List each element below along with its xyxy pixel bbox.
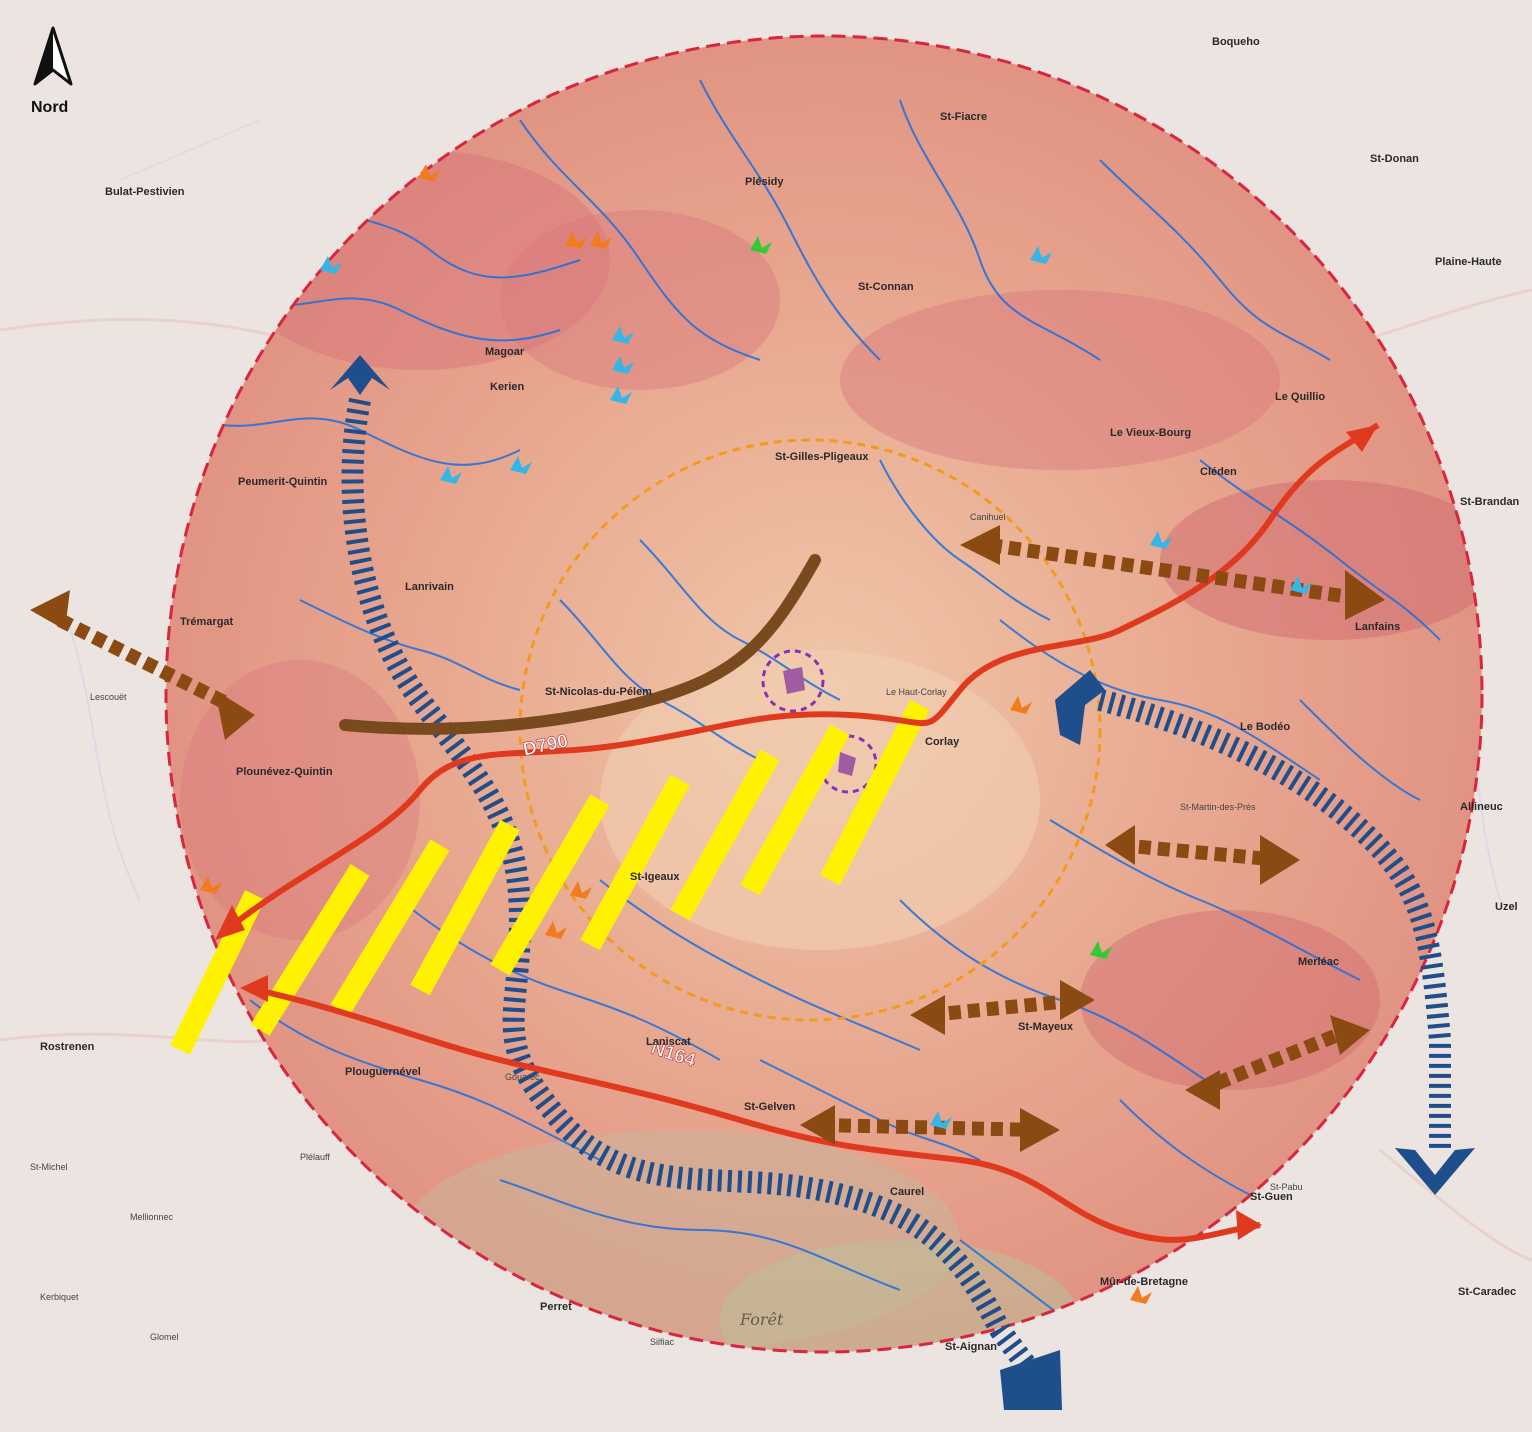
town-label: St-Caradec bbox=[1458, 1286, 1516, 1298]
river-network bbox=[199, 79, 1441, 1331]
town-label: Lanfains bbox=[1355, 621, 1400, 633]
town-label: Le Vieux-Bourg bbox=[1110, 427, 1191, 439]
town-labels: Corlay St-Nicolas-du-Pélem Plounévez-Qui… bbox=[30, 36, 1520, 1353]
town-label: Canihuel bbox=[970, 512, 1006, 522]
road-d790 bbox=[218, 422, 1380, 938]
road-arrow-east bbox=[1236, 1210, 1262, 1240]
town-label: St-Brandan bbox=[1460, 496, 1520, 508]
road-arrow-southwest bbox=[240, 975, 268, 1002]
town-label: St-Donan bbox=[1370, 153, 1419, 165]
town-label: Plésidy bbox=[745, 176, 784, 188]
secondary-road bbox=[339, 554, 821, 735]
town-label: Mûr-de-Bretagne bbox=[1100, 1276, 1188, 1288]
town-label: Laniscat bbox=[646, 1036, 691, 1048]
town-label: Peumerit-Quintin bbox=[238, 476, 328, 488]
town-label: St-Pabu bbox=[1270, 1182, 1303, 1192]
town-label: Uzel bbox=[1495, 901, 1518, 913]
town-label: Allineuc bbox=[1460, 801, 1503, 813]
road-n164 bbox=[247, 985, 1261, 1243]
forest-label: Forêt bbox=[739, 1310, 784, 1329]
town-label: Caurel bbox=[890, 1186, 924, 1198]
brown-wildlife-flows bbox=[56, 538, 1372, 1137]
relief-shading bbox=[180, 150, 1482, 1352]
town-label: Lanrivain bbox=[405, 581, 454, 593]
north-label: Nord bbox=[31, 99, 68, 116]
blue-arrowhead-south bbox=[1000, 1350, 1062, 1410]
town-label: St-Nicolas-du-Pélem bbox=[545, 686, 652, 698]
town-label: Mellionnec bbox=[130, 1212, 174, 1222]
town-label: Rostrenen bbox=[40, 1041, 95, 1053]
town-label: St-Aignan bbox=[945, 1341, 997, 1353]
town-label: Gouarec bbox=[505, 1072, 540, 1082]
town-label: Corlay bbox=[925, 736, 960, 748]
town-label: Bulat-Pestivien bbox=[105, 186, 185, 198]
blue-arrowhead-corlay bbox=[1055, 670, 1105, 745]
town-label: Le Quillio bbox=[1275, 391, 1325, 403]
bird-symbols bbox=[200, 164, 1312, 1304]
town-label: St-Martin-des-Prés bbox=[1180, 802, 1256, 812]
town-label: St-Gelven bbox=[744, 1101, 796, 1113]
town-label: Trémargat bbox=[180, 616, 234, 628]
town-label: Glomel bbox=[150, 1332, 179, 1342]
town-label: Plaine-Haute bbox=[1435, 256, 1502, 268]
town-label: St-Igeaux bbox=[630, 871, 680, 883]
study-area-border bbox=[164, 34, 1484, 1354]
town-label: Plouguernével bbox=[345, 1066, 421, 1078]
town-label: Plounévez-Quintin bbox=[236, 766, 333, 778]
site-circle-south bbox=[818, 734, 878, 794]
town-label: St-Michel bbox=[30, 1162, 68, 1172]
town-label: St-Mayeux bbox=[1018, 1021, 1074, 1033]
blue-ecological-corridors bbox=[341, 397, 1451, 1377]
town-label: Boqueho bbox=[1212, 36, 1260, 48]
town-label: Merléac bbox=[1298, 956, 1339, 968]
town-label: St-Guen bbox=[1250, 1191, 1293, 1203]
town-label: Silfiac bbox=[650, 1337, 675, 1347]
town-label: St-Connan bbox=[858, 281, 914, 293]
town-label: St-Gilles-Pligeaux bbox=[775, 451, 869, 463]
town-label: Perret bbox=[540, 1301, 572, 1313]
town-label: Kerbiquet bbox=[40, 1292, 79, 1302]
town-label: St-Fiacre bbox=[940, 111, 987, 123]
site-circle-north bbox=[761, 649, 825, 713]
town-label: Cléden bbox=[1200, 466, 1237, 478]
blue-arrowhead-north bbox=[330, 355, 390, 395]
road-arrow-northeast bbox=[1346, 425, 1378, 452]
town-label: Lescouët bbox=[90, 692, 127, 702]
town-label: Le Haut-Corlay bbox=[886, 687, 947, 697]
road-arrow-west bbox=[215, 905, 245, 940]
site-parcel-north bbox=[783, 667, 805, 694]
town-label: Le Bodéo bbox=[1240, 721, 1290, 733]
blue-arrowhead-southeast bbox=[1395, 1148, 1475, 1195]
north-arrow-icon: Nord bbox=[31, 26, 73, 116]
town-label: Plélauff bbox=[300, 1152, 330, 1162]
brown-arrowheads bbox=[30, 525, 1385, 1152]
site-parcel-south bbox=[838, 752, 856, 776]
town-label: Kerien bbox=[490, 381, 525, 393]
town-label: Magoar bbox=[485, 346, 525, 358]
